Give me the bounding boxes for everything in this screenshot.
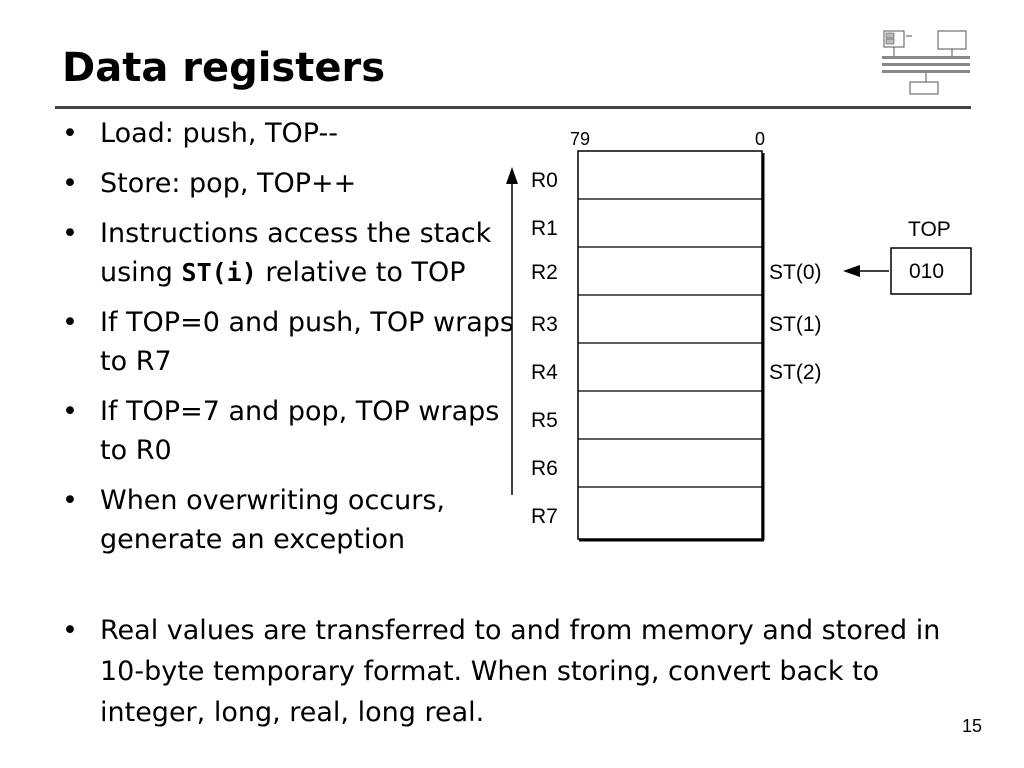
bullet-text: Load: push, TOP--: [100, 118, 338, 149]
bit-low-label: 0: [755, 129, 765, 149]
bit-high-label: 79: [570, 129, 590, 149]
register-stack-diagram: 79 0 R0 R1 R2 R3 R4 R5 R6 R7 ST(0) ST(1)…: [506, 129, 972, 542]
bullet-item: • If TOP=0 and push, TOP wraps to R7: [62, 303, 532, 381]
bullet-text: When overwriting occurs, generate an exc…: [100, 485, 446, 555]
register-label: R3: [531, 313, 558, 336]
bullet-item: • Instructions access the stack using ST(…: [62, 214, 532, 292]
slide-title: Data registers: [62, 45, 386, 91]
register-label: R2: [531, 261, 558, 284]
register-cells: [577, 150, 765, 542]
top-label: TOP: [908, 218, 951, 241]
top-value: 010: [909, 260, 944, 283]
bullet-item: • Load: push, TOP--: [62, 114, 532, 153]
bullet-item: • When overwriting occurs, generate an ex…: [62, 481, 532, 559]
bullet-text: Instructions access the stack using: [100, 218, 492, 288]
register-label: R5: [531, 409, 558, 432]
register-label: R4: [531, 361, 558, 384]
bullet-marker: •: [62, 118, 78, 149]
bullet-list: • Load: push, TOP-- • Store: pop, TOP++ • I…: [62, 114, 532, 570]
left-arrow-icon: [843, 265, 889, 277]
bullet-item: • Real values are transferred to and from…: [62, 610, 962, 733]
bullet-marker: •: [62, 218, 78, 249]
bullet-marker: •: [62, 307, 78, 338]
up-arrow-icon: [506, 167, 518, 495]
top-register-box: [890, 247, 972, 295]
code-token: ST(i): [181, 258, 257, 287]
stack-frame: [577, 150, 763, 540]
bullet-text: Store: pop, TOP++: [100, 168, 357, 199]
bullet-text: relative to TOP: [256, 257, 466, 288]
bullet-marker: •: [62, 485, 78, 516]
bullet-marker: •: [62, 615, 78, 646]
register-label: R0: [531, 169, 558, 192]
register-label: R1: [531, 217, 558, 240]
stack-label: ST(2): [769, 361, 822, 384]
bullet-marker: •: [62, 168, 78, 199]
bullet-item: • If TOP=7 and pop, TOP wraps to R0: [62, 392, 532, 470]
bullet-text: Real values are transferred to and from …: [100, 615, 941, 728]
bullet-text: If TOP=7 and pop, TOP wraps to R0: [100, 396, 500, 466]
stack-label: ST(0): [769, 261, 822, 284]
stack-label: ST(1): [769, 313, 822, 336]
register-label: R6: [531, 457, 558, 480]
architecture-thumbnail-icon: [882, 30, 970, 95]
bullet-item: • Store: pop, TOP++: [62, 164, 532, 203]
register-label: R7: [531, 505, 558, 528]
title-divider: [55, 106, 971, 109]
bullet-marker: •: [62, 396, 78, 427]
bullet-text: If TOP=0 and push, TOP wraps to R7: [100, 307, 514, 377]
bullet-list-wide: • Real values are transferred to and from…: [62, 610, 962, 733]
page-number: 15: [962, 716, 983, 736]
